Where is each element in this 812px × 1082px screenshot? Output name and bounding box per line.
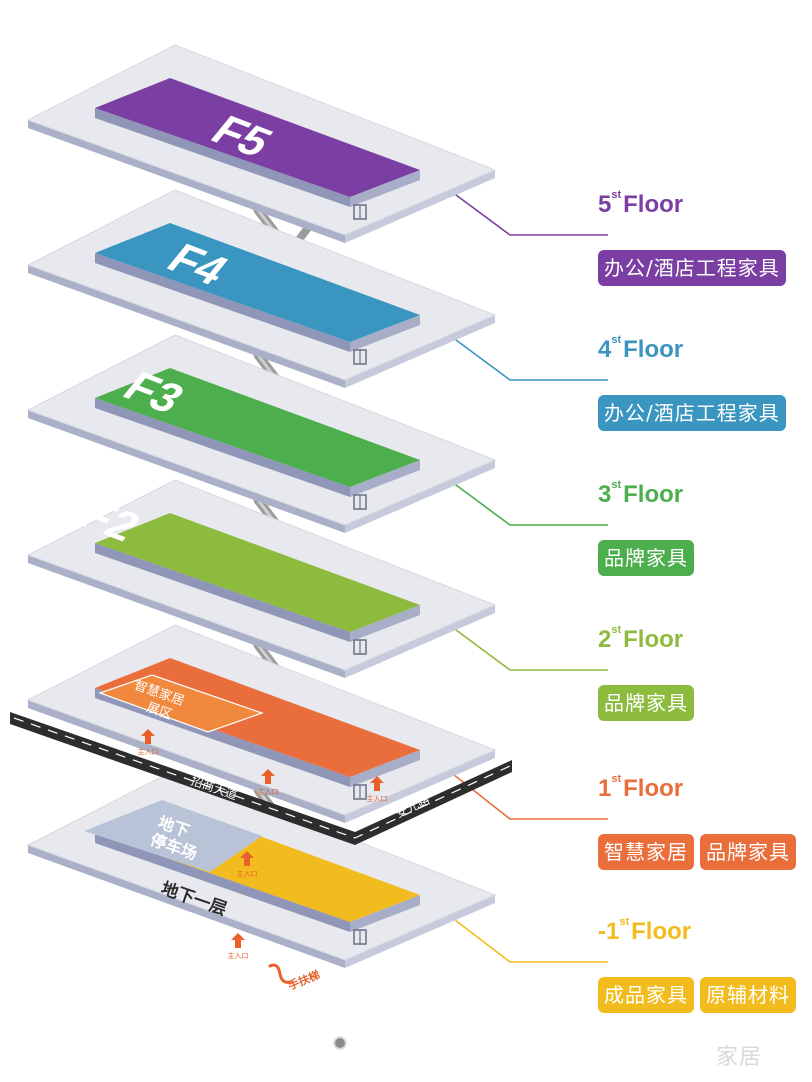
entrance-label: 主入口 xyxy=(237,869,258,878)
floor-block-f3 xyxy=(95,368,420,487)
slab-edge xyxy=(345,895,495,968)
floor-number: 2 xyxy=(598,626,612,653)
floor-tag: 成品家具 xyxy=(598,977,694,1013)
slab-edge xyxy=(345,750,495,823)
entrance-arrow-icon xyxy=(141,729,155,744)
leader-lines xyxy=(424,171,608,963)
entrance-marker: 主入口 xyxy=(228,933,249,960)
slab-edge xyxy=(28,120,345,243)
block-side xyxy=(95,398,350,497)
floor-word: Floor xyxy=(623,191,684,218)
floor-block-f5 xyxy=(95,78,420,197)
block-side xyxy=(95,253,350,352)
entrance-label: 主入口 xyxy=(258,787,279,796)
slab-edge xyxy=(28,265,345,388)
escalator-icon xyxy=(268,963,292,984)
block-side xyxy=(350,170,420,207)
road-marking xyxy=(13,717,511,839)
entrance-label: 主入口 xyxy=(367,794,388,803)
floor-tag: 品牌家具 xyxy=(598,685,694,721)
entrance-marker: 主入口 xyxy=(237,851,258,878)
entrance-arrow-icon xyxy=(231,933,245,948)
block-side xyxy=(350,315,420,352)
floor-word: Floor xyxy=(623,481,684,508)
slab-edge xyxy=(28,410,345,533)
entrance-marker: 主入口 xyxy=(367,776,388,803)
slab-edge xyxy=(345,460,495,533)
floor-title-f2: 2stFloor xyxy=(598,624,684,654)
entrance-arrow-icon xyxy=(370,776,384,791)
entrance-arrow-icon xyxy=(261,769,275,784)
escalator-label: 手扶梯 xyxy=(286,967,322,992)
floor-b1: B1 xyxy=(0,746,497,1050)
block-side xyxy=(350,895,420,932)
escalator-landing xyxy=(333,1036,347,1050)
floor-f4: F4 xyxy=(26,189,497,470)
slab-edge xyxy=(28,555,345,678)
floor-tag: 办公/酒店工程家具 xyxy=(598,395,786,431)
block-side xyxy=(95,833,350,932)
floor-block-f4 xyxy=(95,223,420,342)
floor-suffix: st xyxy=(611,624,622,636)
entrance-label: 主入口 xyxy=(138,747,159,756)
floor-title-f1: 1stFloor xyxy=(598,773,684,803)
floor-word: Floor xyxy=(623,336,684,363)
floor-suffix: st xyxy=(611,479,622,491)
floor-number: 1 xyxy=(598,775,612,802)
block-side xyxy=(350,750,420,787)
block-side xyxy=(350,460,420,497)
floor-title-f4: 4stFloor xyxy=(598,334,684,364)
floor-tag: 品牌家具 xyxy=(700,834,796,870)
floor-word: Floor xyxy=(631,918,692,945)
entrance-arrow-icon xyxy=(240,851,254,866)
entrance-label: 主入口 xyxy=(228,951,249,960)
floor-title-f5: 5stFloor xyxy=(598,189,684,219)
watermark: 家居 xyxy=(716,1045,763,1070)
floor-title-f3: 3stFloor xyxy=(598,479,684,509)
floor-suffix: st xyxy=(611,189,622,201)
floor-suffix: st xyxy=(611,334,622,346)
floor-number: 4 xyxy=(598,336,612,363)
slab-edge xyxy=(345,170,495,243)
floor-suffix: st xyxy=(611,773,622,785)
slab-edge xyxy=(345,605,495,678)
floor-number: -1 xyxy=(598,918,620,945)
floor-tag: 品牌家具 xyxy=(598,540,694,576)
floor-word: Floor xyxy=(623,775,684,802)
floor-f3: F3 xyxy=(26,334,497,615)
floor-tag: 办公/酒店工程家具 xyxy=(598,250,786,286)
floor-word: Floor xyxy=(623,626,684,653)
floor-badge-b1: B1 xyxy=(0,746,65,807)
entrance-marker: 主入口 xyxy=(258,769,279,796)
slab-edge xyxy=(28,845,345,968)
escalator-legend: 手扶梯 xyxy=(268,963,322,993)
block-side xyxy=(350,605,420,642)
slab-edge xyxy=(345,315,495,388)
floor-title-b1: -1stFloor xyxy=(598,916,692,946)
block-side xyxy=(95,543,350,642)
entrance-marker: 主入口 xyxy=(138,729,159,756)
floor-suffix: st xyxy=(619,916,630,928)
floor-block-f2 xyxy=(95,513,420,632)
floor-tag: 智慧家居 xyxy=(598,834,694,870)
floor-number: 5 xyxy=(598,191,612,218)
floor-number: 3 xyxy=(598,481,612,508)
parking-zone xyxy=(84,800,262,872)
slab-edge xyxy=(28,700,345,823)
block-side xyxy=(95,108,350,207)
smart-home-zone-area xyxy=(98,674,264,733)
floor-f5: F5 xyxy=(26,44,497,325)
floor-tag: 原辅材料 xyxy=(700,977,796,1013)
